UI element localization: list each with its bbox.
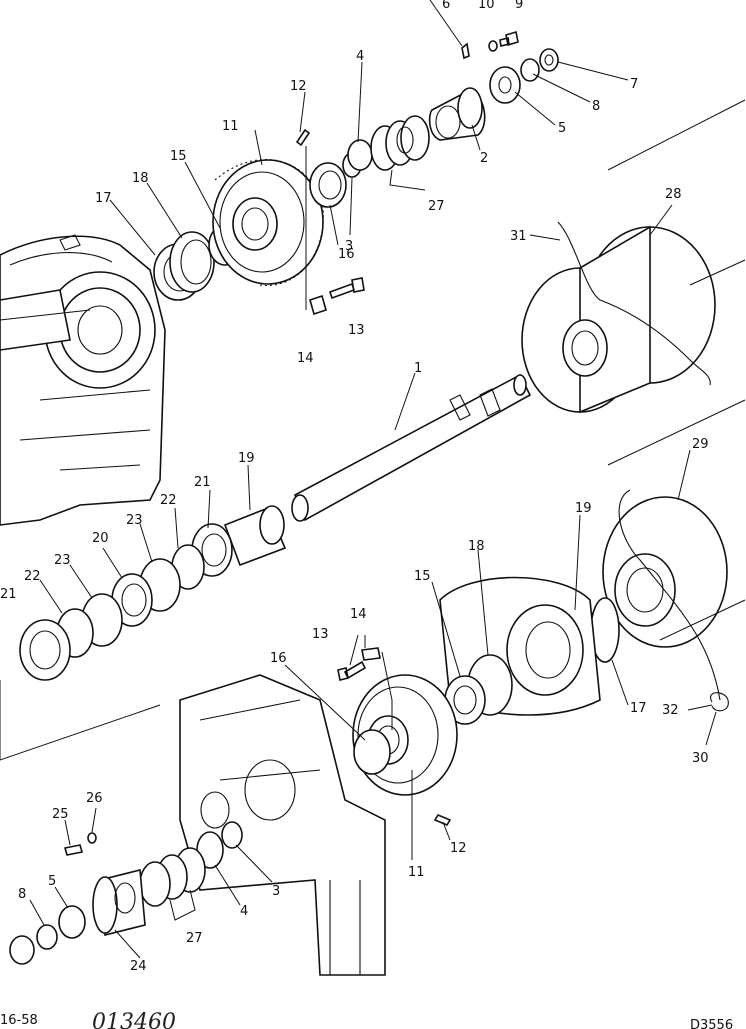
- part-8-upper: [520, 58, 540, 82]
- part-24-retainer: [92, 868, 146, 937]
- callout-22-mid: 22: [160, 493, 177, 508]
- part-21-bearing-left: [19, 619, 71, 681]
- frame-mid-left: [0, 680, 161, 761]
- callout-18-upper: 18: [132, 171, 149, 186]
- callout-15-upper: 15: [170, 149, 187, 164]
- part-30-clip: [710, 692, 729, 712]
- callout-8-upper: 8: [592, 99, 600, 114]
- callout-24: 24: [130, 959, 147, 974]
- callout-5-upper: 5: [558, 121, 566, 136]
- callout-16-upper: 16: [338, 247, 355, 262]
- callout-2: 2: [480, 151, 488, 166]
- callout-26: 26: [86, 791, 103, 806]
- callout-23-mid: 23: [126, 513, 143, 528]
- callout-17-lower: 17: [630, 701, 647, 716]
- callout-28: 28: [665, 187, 682, 202]
- callout-4-lower: 4: [240, 904, 248, 919]
- callout-1: 1: [414, 361, 422, 376]
- callout-labels: 1 2 3 3 4 4 5 5 6 7 8 8 9 10 11 11 12 12…: [0, 0, 709, 974]
- frame-upper: [607, 99, 746, 286]
- callout-6: 6: [442, 0, 450, 12]
- callout-20: 20: [92, 531, 109, 546]
- leader-lines: [29, 0, 717, 959]
- callout-14-upper: 14: [297, 351, 314, 366]
- part-26-washer: [87, 832, 97, 844]
- part-5-upper: [489, 66, 521, 104]
- drawing-code: D3556: [690, 1018, 733, 1029]
- page-number: 16-58: [0, 1013, 38, 1028]
- part-12-lower: [433, 813, 452, 827]
- frame-lower-right: [607, 399, 746, 641]
- callout-15-lower: 15: [414, 569, 431, 584]
- callout-4-upper: 4: [356, 49, 364, 64]
- callout-27-lower: 27: [186, 931, 203, 946]
- part-7-lower-nut: [9, 935, 35, 965]
- callout-22-left: 22: [24, 569, 41, 584]
- part-29-drum: [602, 489, 728, 701]
- callout-11-lower: 11: [408, 865, 425, 880]
- callout-19-mid: 19: [238, 451, 255, 466]
- part-3-lower: [221, 821, 243, 849]
- callout-21-left: 21: [0, 587, 17, 602]
- callout-27-upper: 27: [428, 199, 445, 214]
- callout-13-lower: 13: [312, 627, 329, 642]
- part-10-washer: [488, 40, 498, 52]
- part-16-lower: [353, 729, 391, 775]
- part-9-bolt: [499, 30, 519, 47]
- callout-12-upper: 12: [290, 79, 307, 94]
- part-6-pin: [461, 42, 470, 60]
- callout-17-upper: 17: [95, 191, 112, 206]
- callout-31: 31: [510, 229, 527, 244]
- part-8-lower: [36, 924, 58, 950]
- callout-10: 10: [478, 0, 495, 12]
- part-11-upper-gear: [212, 159, 324, 286]
- callout-18-lower: 18: [468, 539, 485, 554]
- callout-7: 7: [630, 77, 638, 92]
- callout-32: 32: [662, 703, 679, 718]
- callout-11-upper: 11: [222, 119, 239, 134]
- part-12-upper: [295, 128, 311, 147]
- part-16-upper: [309, 162, 347, 208]
- callout-19-lower: 19: [575, 501, 592, 516]
- callout-14-lower: 14: [350, 607, 367, 622]
- callout-23-left: 23: [54, 553, 71, 568]
- callout-21-mid: 21: [194, 475, 211, 490]
- part-19-sleeve: [223, 505, 287, 567]
- callout-8-lower: 8: [18, 887, 26, 902]
- callout-16-lower: 16: [270, 651, 287, 666]
- part-2-upper: [428, 87, 486, 141]
- callout-29: 29: [692, 437, 709, 452]
- part-28-drum: [521, 221, 716, 414]
- callout-3-upper: 3: [345, 239, 353, 254]
- upper-housing: [0, 234, 166, 526]
- callout-5-lower: 5: [48, 874, 56, 889]
- part-13-upper: [328, 277, 365, 300]
- part-7-upper: [539, 48, 559, 72]
- part-4-upper: [347, 139, 373, 171]
- callout-3-lower: 3: [272, 884, 280, 899]
- part-14-lower: [361, 647, 381, 661]
- callout-9: 9: [515, 0, 523, 12]
- part-14-upper: [309, 294, 327, 316]
- part-25-bolt: [63, 844, 84, 856]
- part-18-upper: [169, 231, 215, 293]
- part-27-upper: [370, 115, 430, 171]
- callout-12-lower: 12: [450, 841, 467, 856]
- callout-25: 25: [52, 807, 69, 822]
- part-27-lower: [139, 847, 206, 907]
- callout-30: 30: [692, 751, 709, 766]
- part-5-lower: [58, 905, 86, 939]
- part-1-shaft: [291, 373, 532, 522]
- handwritten-note: 013460: [92, 1010, 176, 1029]
- part-13-lower: [337, 660, 367, 681]
- callout-13-upper: 13: [348, 323, 365, 338]
